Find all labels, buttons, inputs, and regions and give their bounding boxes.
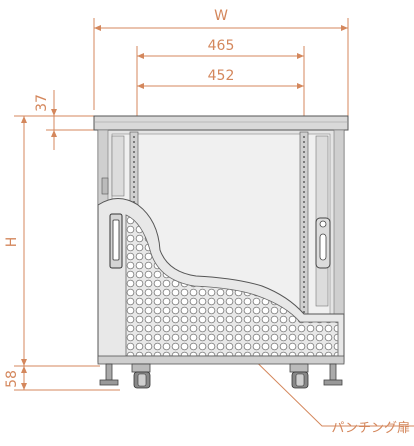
height-label: H xyxy=(4,237,20,248)
left-caster xyxy=(131,363,151,389)
right-mounting-rail xyxy=(299,131,309,319)
callout-leader xyxy=(231,337,414,427)
width-label: W xyxy=(214,8,228,24)
right-caster xyxy=(289,363,309,389)
outer-width-label: 465 xyxy=(208,38,235,54)
feet-and-casters xyxy=(99,363,343,389)
punching-door-label: パンチング扉 xyxy=(331,420,410,436)
right-leveling-foot xyxy=(323,363,343,386)
left-leveling-foot xyxy=(99,363,119,386)
top-thickness-label: 37 xyxy=(34,94,50,112)
inner-width-label: 452 xyxy=(208,68,235,84)
dimension-lines xyxy=(14,18,414,427)
hinge xyxy=(101,177,109,195)
cabinet-base xyxy=(97,355,345,365)
cabinet xyxy=(93,115,349,365)
top-plate xyxy=(93,115,349,131)
base-height-label: 58 xyxy=(4,370,20,388)
